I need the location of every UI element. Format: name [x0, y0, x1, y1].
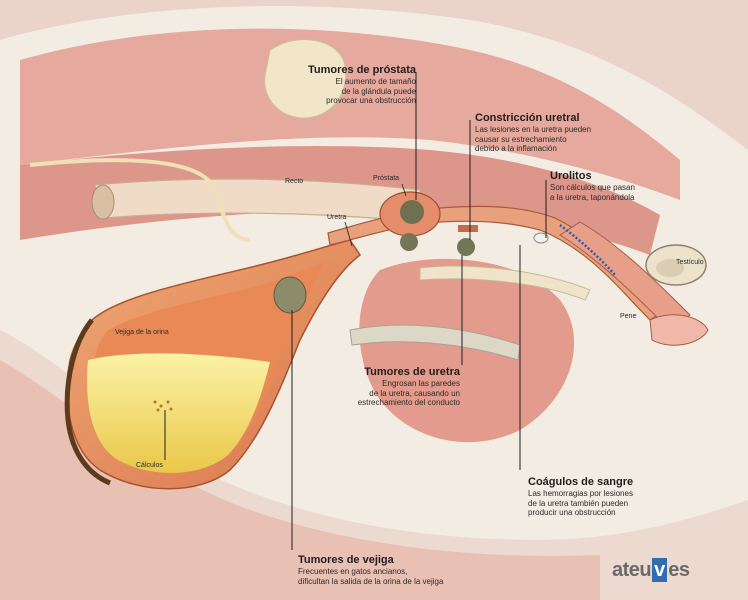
- urine: [87, 353, 270, 473]
- callout-line: estrechamiento del conducto: [357, 398, 460, 407]
- bladder-rim: [64, 318, 111, 486]
- label-recto: Recto: [285, 178, 304, 185]
- callout-tumores-uretra: Tumores de uretra Engrosan las paredes d…: [320, 366, 460, 408]
- callout-line: provocar una obstrucción: [326, 96, 416, 105]
- prostate-tumor: [400, 200, 424, 224]
- callout-tumores-prostata: Tumores de próstata El aumento de tamaño…: [270, 64, 416, 106]
- callout-line: El aumento de tamaño: [335, 77, 417, 86]
- callout-tumores-vejiga: Tumores de vejiga Frecuentes en gatos an…: [298, 554, 498, 586]
- urethral-constriction: [458, 225, 478, 232]
- callout-constriccion: Constricción uretral Las lesiones en la …: [475, 112, 625, 154]
- callout-line: Las lesiones en la uretra pueden: [475, 125, 592, 134]
- ureter: [29, 158, 251, 242]
- calculus-dot: [156, 408, 160, 412]
- callout-title: Tumores de vejiga: [298, 554, 394, 566]
- leader-prostata: [401, 183, 407, 197]
- calculus-dot: [166, 400, 170, 404]
- callout-title: Tumores de uretra: [364, 366, 460, 378]
- penis: [559, 221, 691, 331]
- callout-line: Las hemorragias por lesiones: [528, 489, 633, 498]
- label-prostata: Próstata: [373, 175, 400, 182]
- lower-muscle: [0, 360, 600, 600]
- callout-line: causar su estrechamiento: [475, 134, 567, 144]
- label-calculos: Cálculos: [136, 462, 163, 469]
- callout-line: producir una obstrucción: [528, 508, 616, 517]
- callout-line: de la glándula puede: [341, 86, 416, 96]
- calculus-dot: [159, 404, 163, 408]
- callout-line: de la uretra también pueden: [528, 498, 629, 508]
- urolith: [533, 232, 549, 244]
- logo-text: es: [668, 558, 690, 581]
- logo-mark: v: [652, 558, 668, 582]
- callout-title: Constricción uretral: [475, 112, 580, 124]
- urethral-tumor: [457, 238, 475, 256]
- label-uretra: Uretra: [327, 214, 347, 221]
- rectum-opening: [91, 184, 115, 220]
- pubic-bone: [349, 324, 521, 361]
- callout-line: dificultan la salida de la orina de la v…: [298, 576, 444, 586]
- label-vejiga: Vejiga de la orina: [115, 329, 169, 336]
- callout-title: Coágulos de sangre: [528, 476, 634, 488]
- callout-line: debido a la inflamación: [475, 144, 557, 153]
- bladder-tumor: [273, 276, 307, 314]
- logo-text: ateu: [612, 558, 652, 581]
- urethral-tumor: [400, 233, 418, 251]
- hip-bone: [263, 38, 347, 119]
- leader-uretra: [344, 221, 353, 247]
- callout-line: Engrosan las paredes: [382, 379, 460, 388]
- callout-coagulos: Coágulos de sangre Las hemorragias por l…: [528, 476, 688, 518]
- back-muscle: [0, 0, 748, 150]
- label-testiculo: Testículo: [676, 259, 704, 266]
- label-pene: Pene: [620, 313, 637, 320]
- callout-line: Son cálculos que pasan: [550, 183, 635, 192]
- upper-muscle-band: [20, 28, 680, 200]
- penis-tip: [649, 314, 709, 346]
- callout-urolitos: Urolitos Son cálculos que pasan a la ure…: [550, 170, 680, 202]
- calculus-dot: [169, 407, 173, 411]
- callout-title: Urolitos: [550, 170, 592, 182]
- callout-line: Frecuentes en gatos ancianos,: [298, 567, 408, 576]
- callout-line: de la uretra, causando un: [369, 388, 460, 398]
- callout-title: Tumores de próstata: [308, 64, 416, 76]
- calculus-dot: [153, 400, 157, 404]
- testicle-inner: [656, 259, 684, 277]
- callout-line: a la uretra, taponándola: [550, 192, 635, 202]
